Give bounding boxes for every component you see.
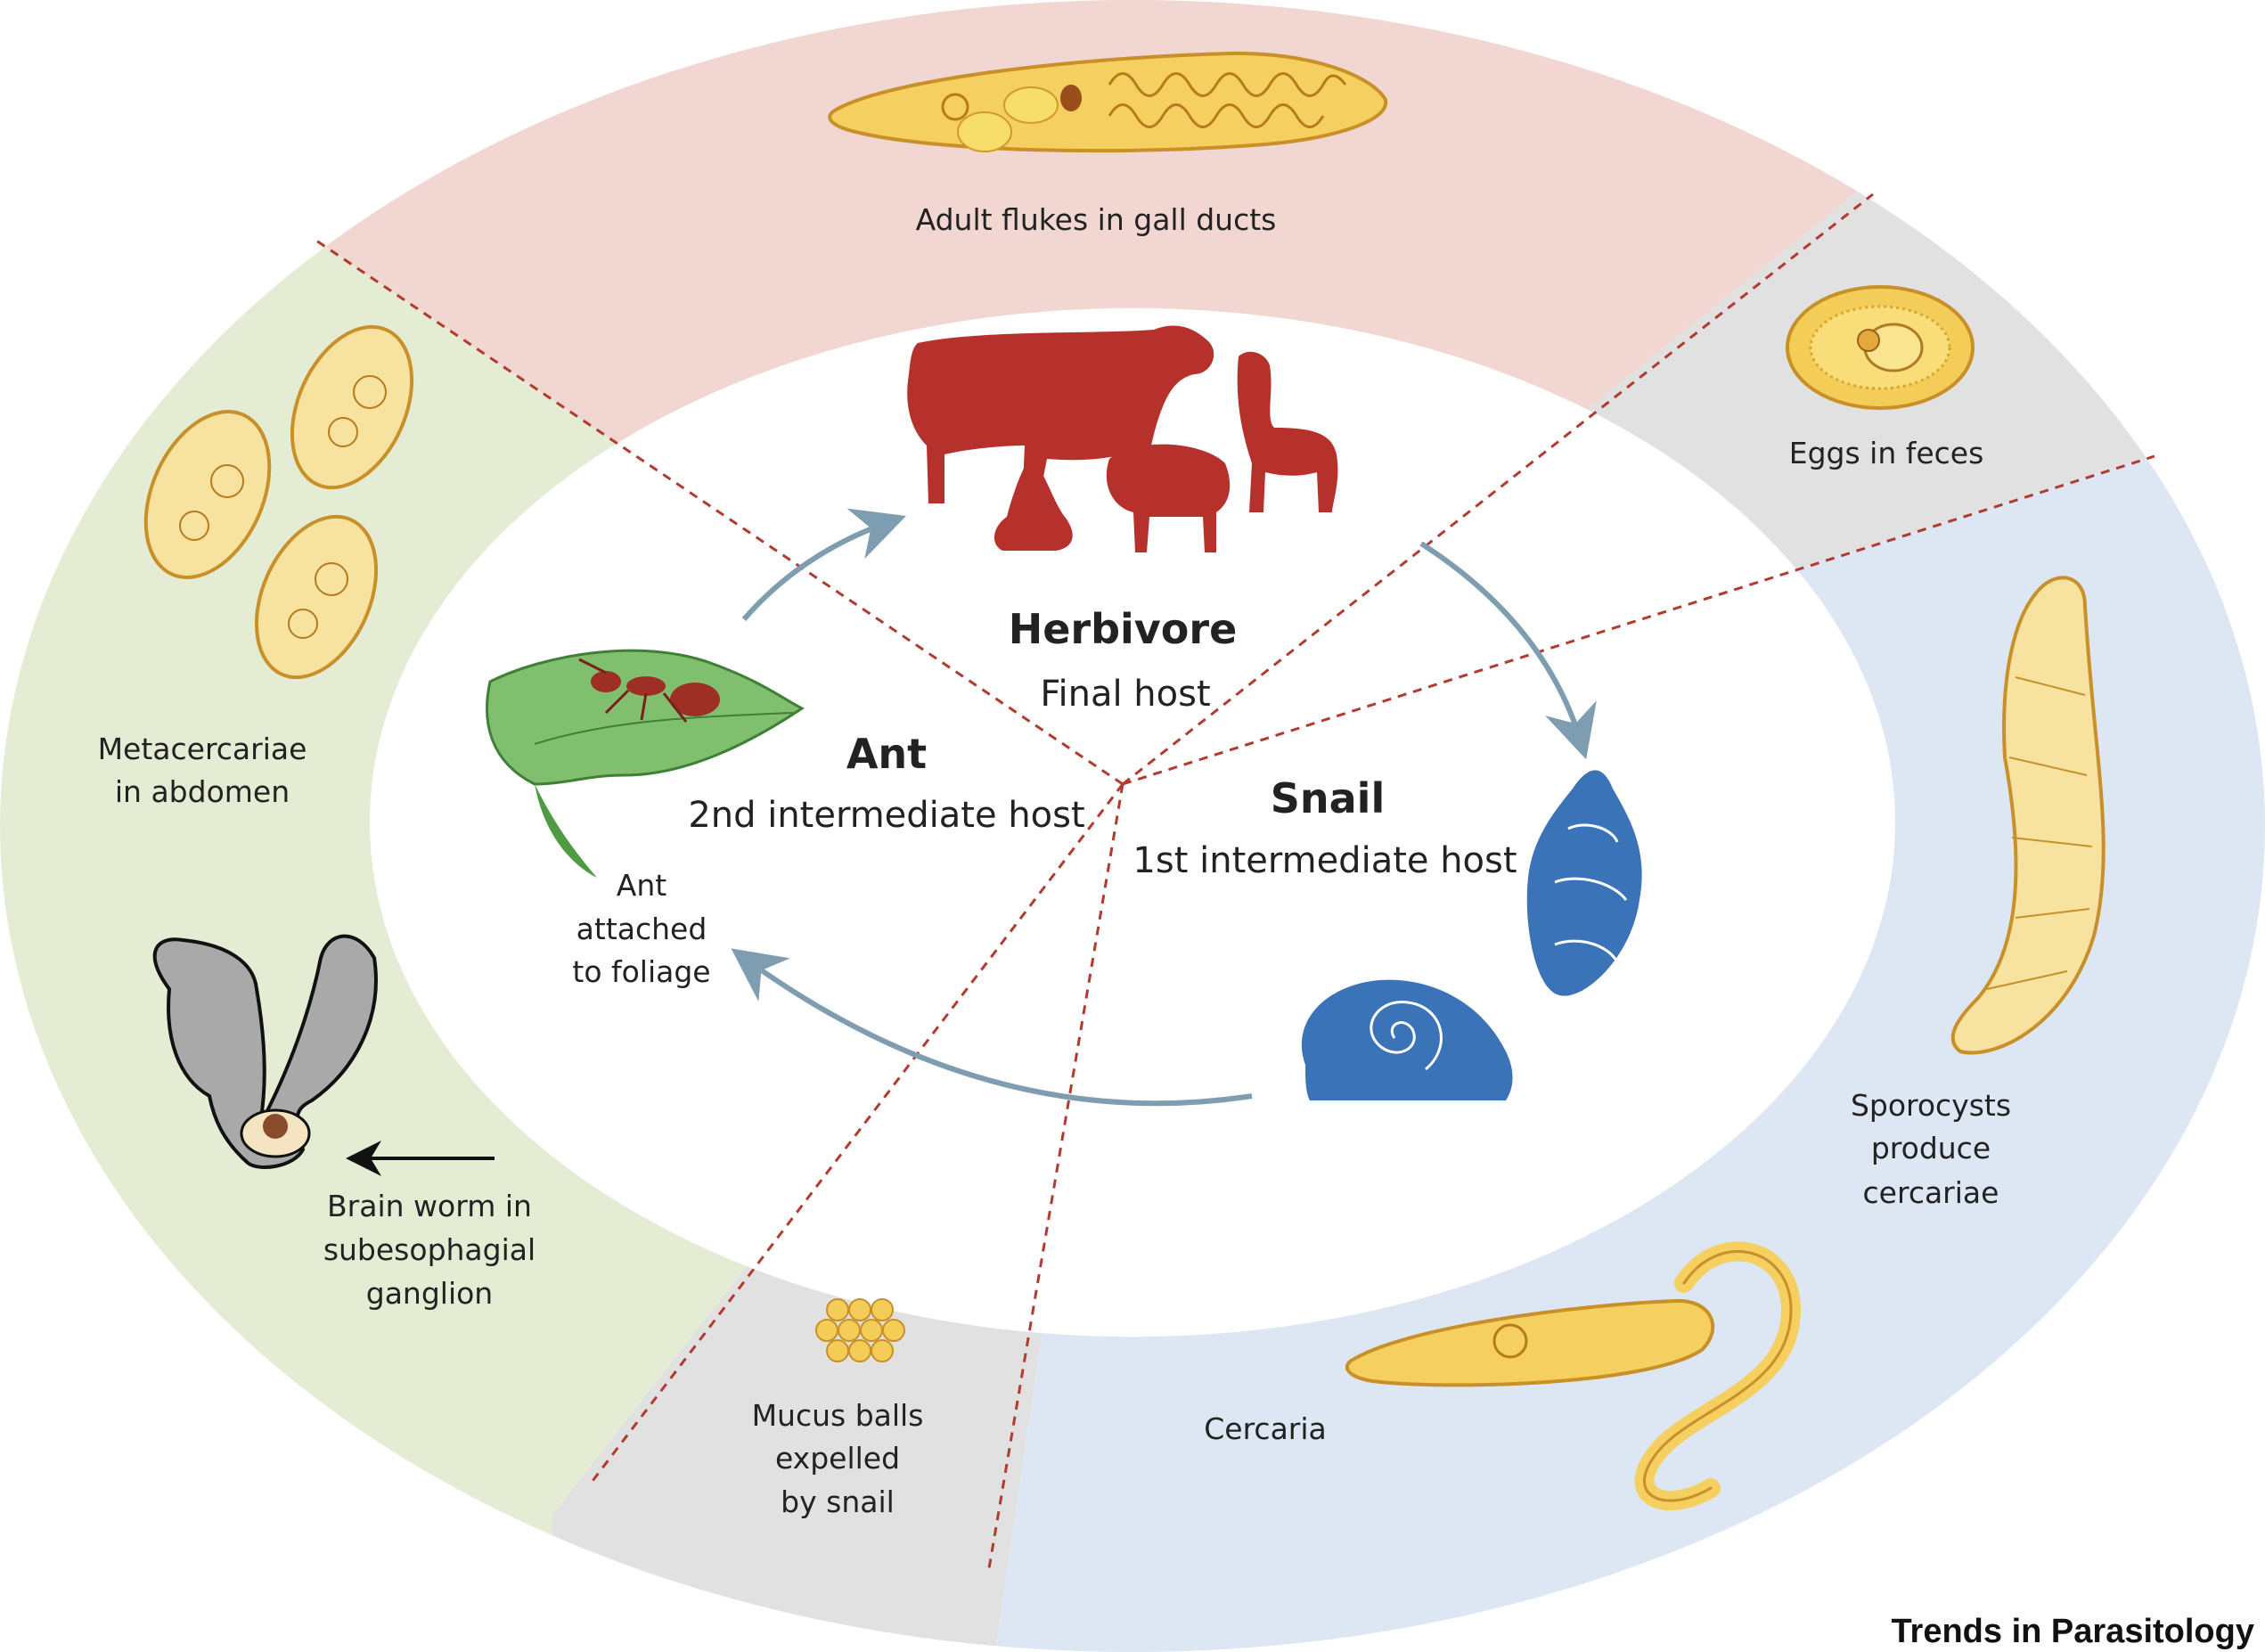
arrow-herbivore-to-snail <box>1419 541 1597 760</box>
metacercariae-line-2: in abdomen <box>115 774 290 809</box>
ant-foliage-line-2: attached <box>576 912 707 946</box>
sporocyst-icon <box>1950 576 2106 1055</box>
ant-icon <box>578 658 720 723</box>
metacercariae-icon <box>143 324 414 680</box>
brain-line-2: subesophagial <box>323 1232 536 1267</box>
brain-line-3: ganglion <box>366 1276 493 1311</box>
snail-name: Snail <box>1271 774 1385 822</box>
snail-icon <box>1301 770 1642 1100</box>
herbivore-group <box>907 325 1338 552</box>
ant-foliage-line-1: Ant <box>617 868 666 903</box>
herbivore-name: Herbivore <box>1009 605 1238 653</box>
brain-line-1: Brain worm in <box>327 1189 532 1223</box>
segment-dividers <box>315 192 2155 1569</box>
adult-label: Adult flukes in gall ducts <box>916 202 1277 237</box>
mucus-line-3: by snail <box>781 1484 895 1519</box>
ant-role: 2nd intermediate host <box>688 795 1084 836</box>
cycle-arrows <box>731 508 1597 1107</box>
leaf-icon <box>486 649 805 878</box>
sporocysts-line-2: produce <box>1871 1131 1991 1165</box>
metacercariae-detail <box>179 375 387 639</box>
mucus-line-2: expelled <box>775 1441 900 1476</box>
stage-labels: Adult flukes in gall ducts Eggs in feces… <box>98 202 2011 1519</box>
metacercariae-line-1: Metacercariae <box>98 732 307 766</box>
sheep-icon <box>1106 444 1231 552</box>
fluke-icon <box>828 51 1388 153</box>
cercaria-icon <box>1345 1241 1802 1510</box>
ant-name: Ant <box>846 730 927 778</box>
sporocysts-line-3: cercariae <box>1863 1175 1999 1210</box>
snail-role: 1st intermediate host <box>1132 840 1517 881</box>
egg-icon <box>1786 285 1975 410</box>
brain-icon <box>152 934 378 1169</box>
deer-icon <box>1237 351 1338 512</box>
journal-brand: Trends in Parasitology <box>1891 1613 2254 1650</box>
rabbit-icon <box>993 459 1073 551</box>
arrow-ant-to-herbivore <box>741 508 906 621</box>
mucus-line-1: Mucus balls <box>752 1398 924 1433</box>
sporocysts-line-1: Sporocysts <box>1851 1088 2011 1123</box>
eggs-label: Eggs in feces <box>1789 436 1984 470</box>
host-labels: Herbivore Final host Snail 1st intermedi… <box>688 605 1517 881</box>
cercaria-label: Cercaria <box>1204 1411 1327 1446</box>
herbivore-role: Final host <box>1040 674 1210 715</box>
mucus-ball-icon <box>815 1298 905 1362</box>
arrow-snail-to-ant <box>731 948 1253 1107</box>
ant-foliage-line-3: to foliage <box>572 954 710 989</box>
